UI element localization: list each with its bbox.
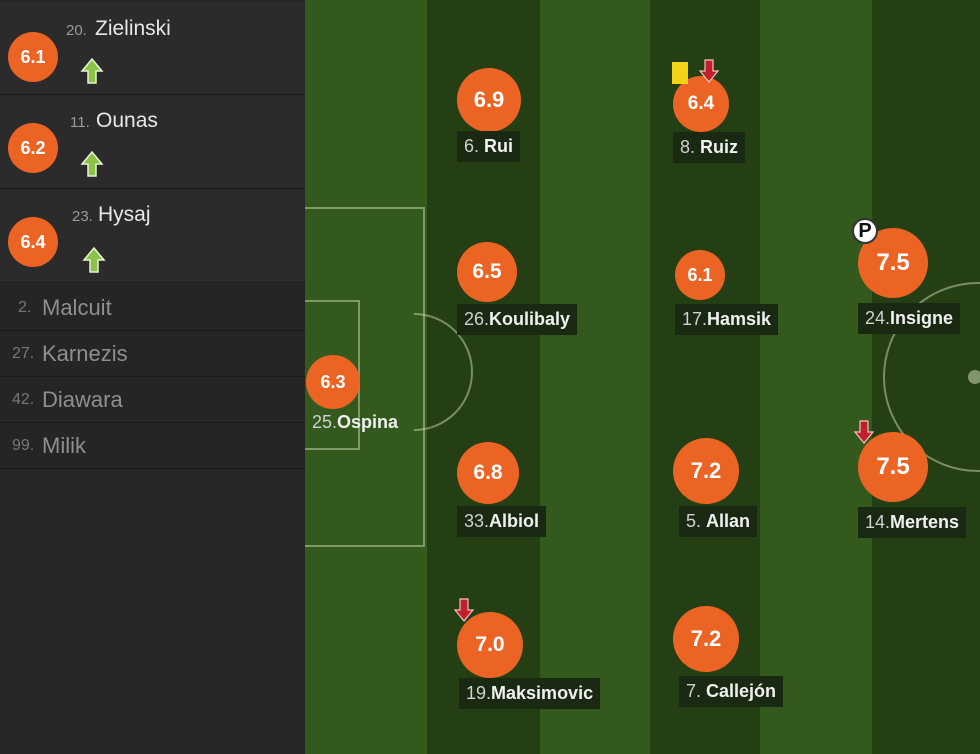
arrow-down-icon xyxy=(453,598,475,622)
player-label: 26.Koulibaly xyxy=(457,304,578,335)
rating-badge: 6.2 xyxy=(8,123,58,173)
penalty-icon: P xyxy=(852,218,878,244)
player-name[interactable]: Hysaj xyxy=(98,203,151,226)
arrow-up-icon xyxy=(82,246,106,273)
player-number: 27. xyxy=(12,345,35,362)
player-name: Maksimovic xyxy=(491,683,594,703)
rating-badge: 6.1 xyxy=(8,32,58,82)
player-number: 23. xyxy=(72,208,93,225)
pitch-stripe xyxy=(760,0,872,754)
yellow-card-icon xyxy=(672,62,688,84)
player-number: 7. xyxy=(686,681,702,701)
player-number: 33. xyxy=(464,511,490,531)
player-number: 25. xyxy=(312,412,338,432)
bench-row[interactable]: 42. Diawara xyxy=(0,377,305,423)
rating-badge: 7.2 xyxy=(673,606,739,672)
pitch-stripe xyxy=(540,0,650,754)
player-marker[interactable]: 7.0 19.Maksimovic xyxy=(457,612,601,722)
player-label: 6. Rui xyxy=(457,131,521,162)
player-number: 20. xyxy=(66,22,87,39)
rating-badge: 6.4 xyxy=(8,217,58,267)
player-name[interactable]: Diawara xyxy=(42,387,123,412)
rating-badge: 7.2 xyxy=(673,438,739,504)
player-marker[interactable]: 6.3 25.Ospina xyxy=(305,355,425,465)
player-number: 6. xyxy=(464,136,480,156)
player-name: Callejón xyxy=(706,681,777,701)
bench-row[interactable]: 99. Milik xyxy=(0,423,305,469)
player-number: 14. xyxy=(865,512,891,532)
player-label: 25.Ospina xyxy=(305,407,405,438)
player-label: 24.Insigne xyxy=(858,303,961,334)
player-name[interactable]: Milik xyxy=(42,433,86,458)
player-marker[interactable]: 6.9 6. Rui xyxy=(457,68,577,178)
player-marker[interactable]: 6.8 33.Albiol xyxy=(457,442,577,552)
player-name: Koulibaly xyxy=(489,309,571,329)
player-name: Mertens xyxy=(890,512,960,532)
rating-badge: 6.8 xyxy=(457,442,519,504)
player-name: Rui xyxy=(484,136,514,156)
player-name: Albiol xyxy=(489,511,540,531)
player-number: 42. xyxy=(12,391,35,408)
player-marker[interactable]: 6.5 26.Koulibaly xyxy=(457,242,578,352)
player-name[interactable]: Malcuit xyxy=(42,295,112,320)
player-name[interactable]: Karnezis xyxy=(42,341,128,366)
rating-badge: 6.1 xyxy=(675,250,725,300)
player-name: Ospina xyxy=(337,412,399,432)
player-marker[interactable]: 6.4 8. Ruiz xyxy=(673,76,793,186)
player-label: 7. Callejón xyxy=(679,676,784,707)
arrow-up-icon xyxy=(80,57,104,84)
substitute-row[interactable]: 6.1 20. Zielinski xyxy=(0,2,305,95)
center-spot xyxy=(968,370,980,384)
bench-row[interactable]: 2. Malcuit xyxy=(0,285,305,331)
player-label: 5. Allan xyxy=(679,506,758,537)
rating-badge: 6.9 xyxy=(457,68,521,132)
player-name[interactable]: Zielinski xyxy=(95,17,171,40)
arrow-up-icon xyxy=(80,150,104,177)
rating-badge: 7.5 xyxy=(858,432,928,502)
player-label: 8. Ruiz xyxy=(673,132,746,163)
pitch: 6.3 25.Ospina 6.9 6. Rui 6.5 26.Koulibal… xyxy=(305,0,980,754)
player-number: 11. xyxy=(70,114,90,131)
player-label: 17.Hamsik xyxy=(675,304,779,335)
bench-row[interactable]: 27. Karnezis xyxy=(0,331,305,377)
substitute-row[interactable]: 6.4 23. Hysaj xyxy=(0,190,305,283)
substitutes-panel: 6.1 20. Zielinski 6.2 11. Ounas 6.4 23. … xyxy=(0,0,305,754)
player-label: 33.Albiol xyxy=(457,506,547,537)
rating-badge: 6.5 xyxy=(457,242,517,302)
player-number: 2. xyxy=(18,299,32,316)
player-label: 14.Mertens xyxy=(858,507,967,538)
player-marker[interactable]: 7.5 14.Mertens xyxy=(858,432,978,542)
player-number: 24. xyxy=(865,308,891,328)
arrow-down-icon xyxy=(698,59,720,83)
player-name: Ruiz xyxy=(700,137,739,157)
player-name[interactable]: Ounas xyxy=(96,109,158,132)
player-number: 26. xyxy=(464,309,490,329)
substitute-row[interactable]: 6.2 11. Ounas xyxy=(0,96,305,189)
player-marker[interactable]: 7.5 24.Insigne xyxy=(858,228,978,338)
player-number: 8. xyxy=(680,137,696,157)
rating-badge: 6.4 xyxy=(673,76,729,132)
player-marker[interactable]: 7.2 5. Allan xyxy=(673,438,793,548)
player-number: 17. xyxy=(682,309,708,329)
player-name: Allan xyxy=(706,511,751,531)
player-marker[interactable]: 6.1 17.Hamsik xyxy=(675,250,795,360)
player-marker[interactable]: 7.2 7. Callejón xyxy=(673,606,793,716)
player-name: Insigne xyxy=(890,308,954,328)
player-number: 99. xyxy=(12,437,35,454)
player-name: Hamsik xyxy=(707,309,772,329)
player-number: 19. xyxy=(466,683,492,703)
rating-badge: 7.0 xyxy=(457,612,523,678)
arrow-down-icon xyxy=(853,420,875,444)
player-number: 5. xyxy=(686,511,702,531)
player-label: 19.Maksimovic xyxy=(459,678,601,709)
rating-badge: 6.3 xyxy=(306,355,360,409)
